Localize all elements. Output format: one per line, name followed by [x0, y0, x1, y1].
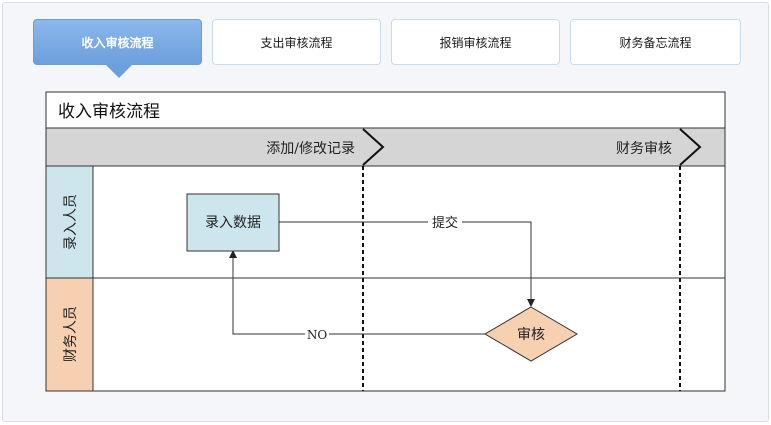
edge-reject-label: NO — [307, 328, 328, 342]
edge-reject-label-bg — [305, 325, 329, 343]
lane-label-entry-staff: 录入人员 — [63, 194, 79, 250]
lane-header-finance-staff — [45, 277, 94, 392]
phase-label-edit: 添加/修改记录 — [266, 141, 355, 157]
lane-label-finance-staff: 财务人员 — [63, 306, 79, 362]
edge-submit-label: 提交 — [432, 215, 458, 231]
tab-finance-memo[interactable]: 财务备忘流程 — [570, 19, 741, 65]
tab-reimbursement-review[interactable]: 报销审核流程 — [391, 19, 560, 65]
node-review-decision[interactable] — [484, 306, 578, 362]
node-data-entry-label: 录入数据 — [205, 215, 261, 231]
active-tab-pointer — [105, 64, 133, 78]
edge-submit — [279, 221, 535, 307]
phase-label-finance-review: 财务审核 — [616, 141, 672, 157]
node-data-entry[interactable] — [186, 193, 280, 252]
edge-submit-label-bg — [428, 213, 462, 231]
tab-income-review[interactable]: 收入审核流程 — [33, 19, 202, 65]
node-review-label: 审核 — [517, 327, 545, 343]
phase-chevron-2 — [679, 128, 702, 166]
edge-reject — [229, 250, 485, 335]
phase-chevron-1 — [362, 128, 385, 166]
tab-expense-review[interactable]: 支出审核流程 — [212, 19, 381, 65]
diagram-title: 收入审核流程 — [58, 102, 160, 121]
phase-header-band — [45, 127, 726, 167]
